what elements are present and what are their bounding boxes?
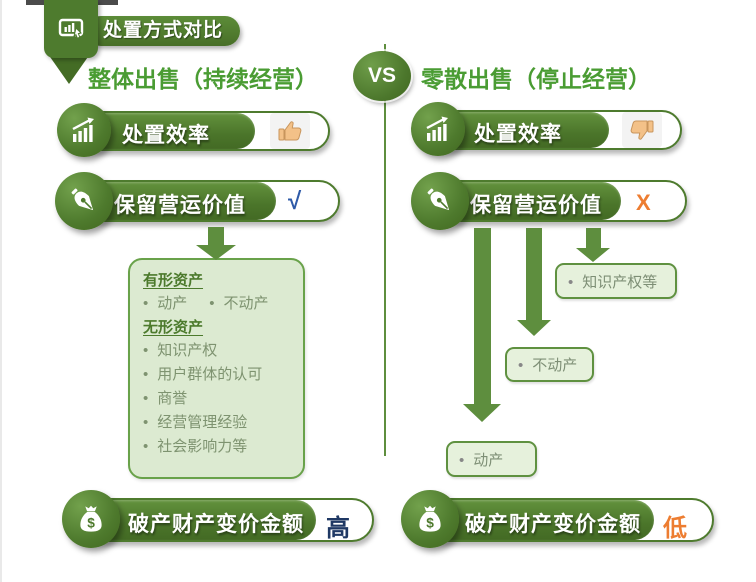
right-item-box-movable: 动产 [446,441,537,477]
left-retain-circle [55,172,113,230]
svg-text:$: $ [87,516,95,531]
thumbs-up-icon [270,113,310,149]
right-retain-label: 保留营运价值 [470,194,602,217]
thumbs-down-icon [622,112,662,148]
presentation-click-icon [56,14,86,44]
vs-badge: VS [353,51,411,101]
right-item-box-ip: 知识产权等 [555,263,677,299]
list-item: 商誉 [143,387,291,411]
left-amount-circle: $ [62,490,120,548]
intangible-assets-heading: 无形资产 [143,319,204,336]
x-mark: X [636,190,651,215]
right-amount-circle: $ [401,490,459,548]
page-title: 处置方式对比 [86,16,240,46]
right-arrow-long [463,228,501,422]
ribbon-tail [48,54,90,84]
list-item: 用户群体的认可 [143,363,291,387]
low-verdict: 低 [663,515,687,542]
left-efficiency-label: 处置效率 [122,124,210,147]
right-column-title: 零散出售（停止经营） [421,66,651,92]
svg-text:$: $ [426,516,434,531]
list-item: 社会影响力等 [143,435,291,459]
left-retain-label: 保留营运价值 [114,194,246,217]
pen-nib-icon [69,186,99,216]
right-efficiency-circle [411,102,465,156]
right-arrow-medium [517,228,551,336]
list-item: 知识产权等 [568,271,657,292]
right-arrow-short [576,228,610,262]
growth-chart-icon [69,115,99,145]
left-assets-box: 有形资产 动产 不动产 无形资产 知识产权 用户群体的认可 商誉 经营管理经验 … [128,258,305,479]
money-bag-icon: $ [414,503,446,535]
right-efficiency-pill: 处置效率 [416,110,682,150]
list-item: 知识产权 [143,339,291,363]
right-amount-label: 破产财产变价金额 [465,513,641,536]
left-amount-label: 破产财产变价金额 [128,513,304,536]
left-column-title: 整体出售（持续经营） [88,66,318,92]
money-bag-icon: $ [75,503,107,535]
right-retain-circle [411,172,469,230]
growth-chart-icon [423,114,453,144]
check-mark: √ [288,188,302,215]
pen-nib-icon [425,186,455,216]
header-ribbon [44,0,98,58]
list-item: 动产 [143,292,187,316]
list-item: 不动产 [518,354,577,375]
list-item: 经营管理经验 [143,411,291,435]
right-item-box-realestate: 不动产 [505,347,594,382]
list-item: 动产 [459,449,503,470]
list-item: 不动产 [209,292,269,316]
tangible-assets-heading: 有形资产 [143,272,204,289]
left-efficiency-circle [57,103,111,157]
left-down-arrow [196,227,236,260]
right-efficiency-label: 处置效率 [474,123,562,146]
column-divider [384,44,386,456]
high-verdict: 高 [326,515,350,542]
